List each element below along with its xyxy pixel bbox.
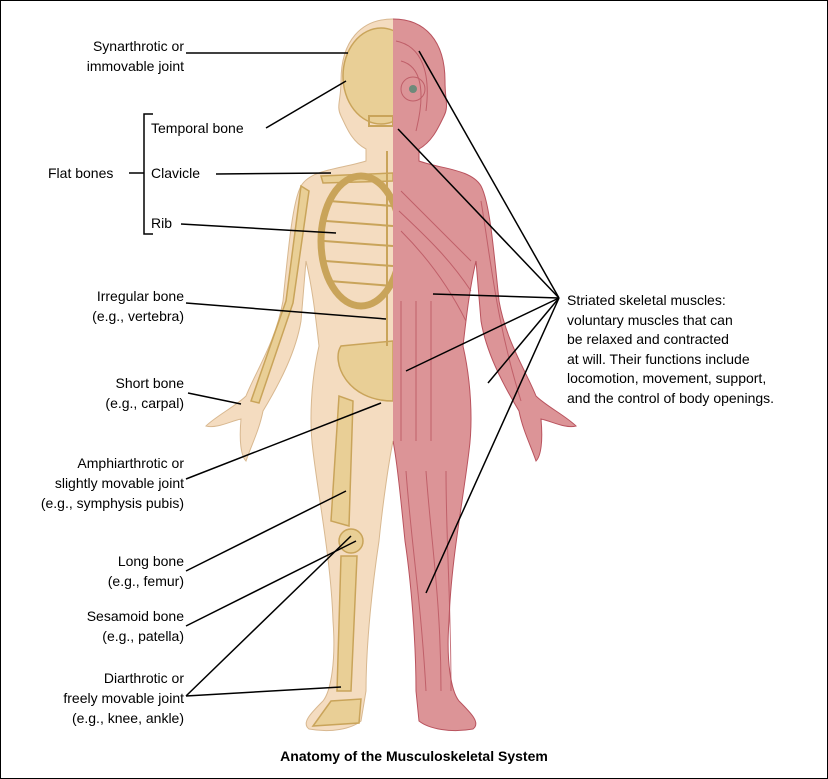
skeleton-half [205, 18, 393, 732]
temporal-bone-label: Temporal bone [151, 120, 244, 136]
flat-bones-label: Flat bones [48, 165, 114, 181]
rib-label: Rib [151, 215, 173, 231]
short-bone-label: Short bone(e.g., carpal) [105, 375, 184, 411]
long-bone-label: Long bone(e.g., femur) [107, 553, 184, 589]
muscle-half [393, 18, 577, 732]
clavicle-label: Clavicle [151, 165, 201, 181]
irregular-bone-label: Irregular bone(e.g., vertebra) [92, 288, 184, 324]
sesamoid-bone-label: Sesamoid bone(e.g., patella) [86, 608, 184, 644]
figure-title: Anatomy of the Musculoskeletal System [280, 748, 548, 764]
striated-muscle-label: Striated skeletal muscles:voluntary musc… [567, 292, 775, 406]
leader-lines [129, 50, 560, 697]
